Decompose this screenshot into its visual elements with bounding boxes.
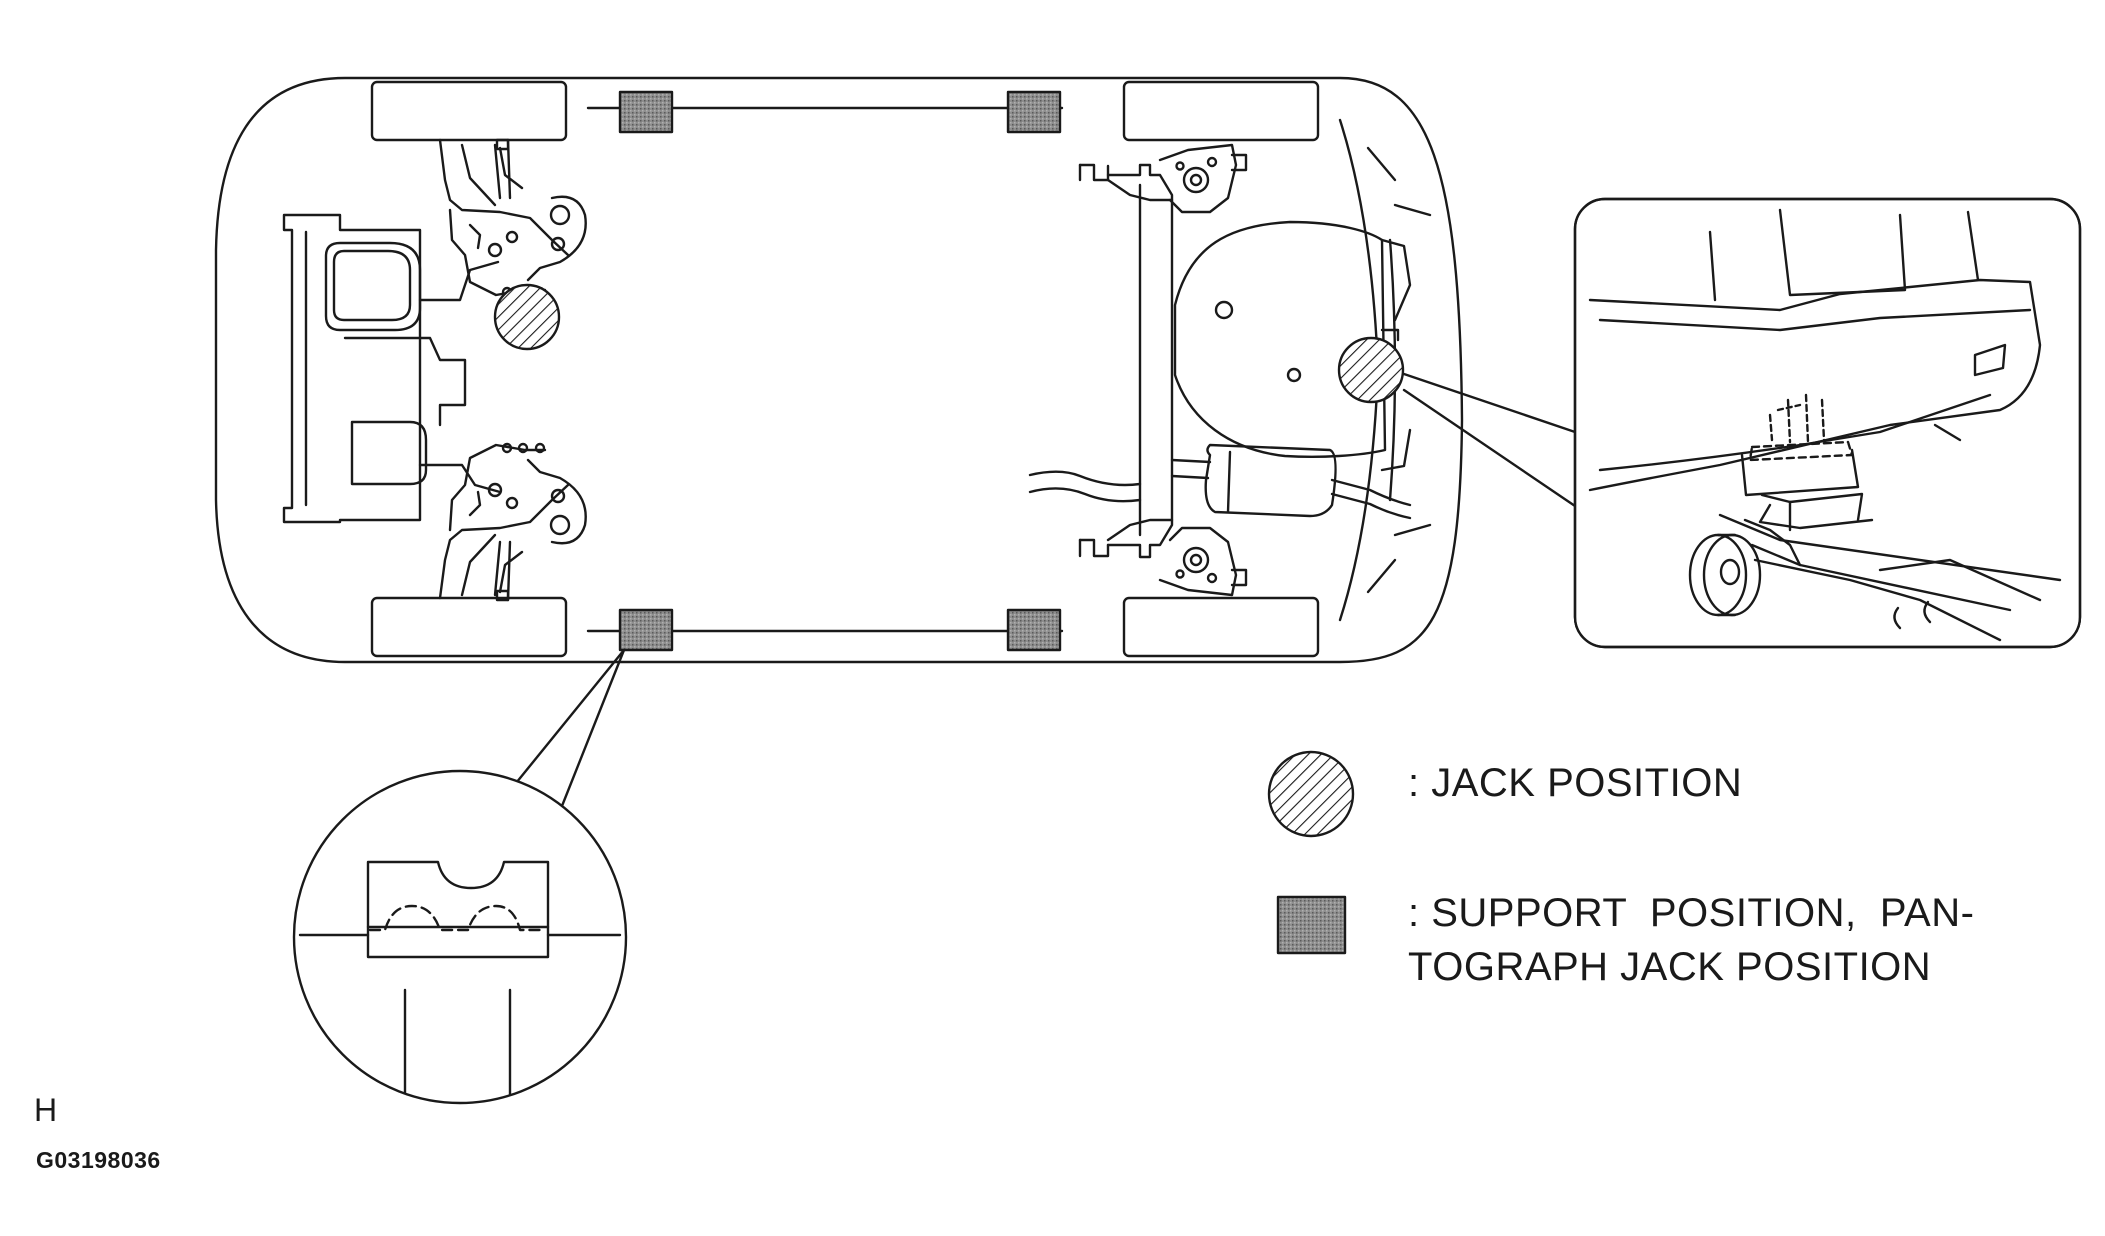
wheel-rear-left [1122,80,1320,142]
legend-support-line1: : SUPPORT POSITION, PAN- [1408,891,1975,935]
support-detail-callout [292,769,628,1105]
jack-position-rear [1337,336,1405,404]
wheel-front-right [370,596,568,658]
support-position-front-left [618,90,674,134]
spare-tire-well [1173,220,1387,458]
support-position-front-right [618,608,674,652]
support-position-rear-right [1006,608,1062,652]
legend-jack-position-label: : JACK POSITION [1408,761,1743,805]
view-letter: H [34,1092,58,1128]
wheel-front-left [370,80,568,142]
vehicle-body-outline [214,76,1464,664]
support-position-rear-left [1006,90,1062,134]
jack-position-symbol [1267,750,1355,838]
exhaust-muffler [1204,443,1337,518]
support-position-symbol [1276,895,1347,955]
legend-support-position-label: : SUPPORT POSITION, PAN- TOGRAPH JACK PO… [1408,886,1974,994]
wheel-rear-right [1122,596,1320,658]
legend-support-line2: TOGRAPH JACK POSITION [1408,945,1932,989]
figure-code: G03198036 [36,1147,161,1173]
jack-position-front [493,283,561,351]
jack-inset-frame [1573,197,2082,649]
